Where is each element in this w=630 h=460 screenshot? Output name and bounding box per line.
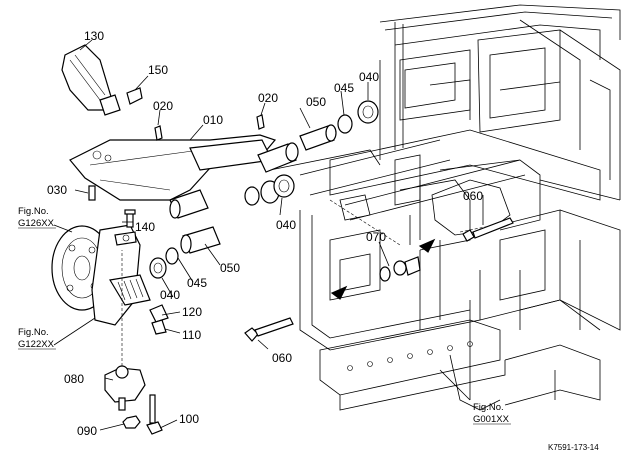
bolt-060-upper xyxy=(462,217,514,242)
bolt-140 xyxy=(124,209,136,228)
label-140: 140 xyxy=(135,220,155,234)
fig-ref-g126-line2: G126XX xyxy=(18,218,55,229)
figure-references: Fig.No. G126XX Fig.No. G122XX Fig.No. G0… xyxy=(18,206,511,425)
clip xyxy=(126,87,143,105)
bolt-030 xyxy=(88,185,96,201)
label-080: 080 xyxy=(64,372,84,386)
label-020-right: 020 xyxy=(258,91,278,105)
label-050-upper: 050 xyxy=(306,95,326,109)
washers-070 xyxy=(379,256,421,282)
fig-ref-g122-line1: Fig.No. xyxy=(18,327,49,338)
label-100: 100 xyxy=(179,412,199,426)
label-020-left: 020 xyxy=(153,99,173,113)
fig-ref-g001-line1: Fig.No. xyxy=(473,402,504,413)
label-090: 090 xyxy=(77,424,97,438)
nut-090 xyxy=(122,415,141,429)
part-labels: 130 150 020 020 010 050 045 040 030 140 … xyxy=(47,29,483,438)
label-040-upper: 040 xyxy=(359,70,379,84)
bolt-100 xyxy=(146,394,163,435)
label-110: 110 xyxy=(182,328,201,342)
leader-lines xyxy=(53,39,484,431)
ball-joint xyxy=(104,250,146,411)
label-070: 070 xyxy=(366,230,386,244)
fig-ref-g001-line2: G001XX xyxy=(473,414,510,425)
label-040-middle: 040 xyxy=(276,218,296,232)
upper-arm xyxy=(69,134,277,201)
figure-code: K7591-173-14 xyxy=(548,443,599,452)
label-150: 150 xyxy=(148,63,168,77)
upper-shield xyxy=(61,44,121,116)
hub-assembly xyxy=(51,224,151,326)
label-120: 120 xyxy=(182,305,202,319)
upper-bushings xyxy=(257,100,379,173)
fig-ref-g122-line2: G122XX xyxy=(18,339,55,350)
bolt-120-110 xyxy=(149,304,169,335)
label-030: 030 xyxy=(47,183,67,197)
label-010: 010 xyxy=(203,113,223,127)
bolt-060-long xyxy=(244,317,294,342)
label-060-upper: 060 xyxy=(463,189,483,203)
label-050-lower: 050 xyxy=(220,261,240,275)
label-045-lower: 045 xyxy=(187,276,207,290)
chassis-frame xyxy=(269,4,621,411)
label-060-lower: 060 xyxy=(272,351,292,365)
lower-bushings xyxy=(149,174,295,279)
fig-ref-g126-line1: Fig.No. xyxy=(18,206,49,217)
grease-fittings xyxy=(154,114,265,141)
label-130: 130 xyxy=(84,29,104,43)
label-040-lower: 040 xyxy=(160,288,180,302)
label-045-upper: 045 xyxy=(334,81,354,95)
